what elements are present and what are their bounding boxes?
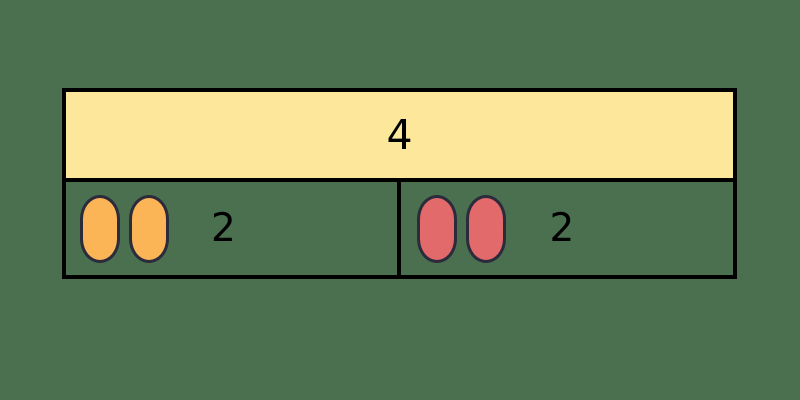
orange-counter-1 bbox=[80, 194, 120, 263]
bar-model: 4 2 2 bbox=[62, 88, 737, 279]
part-cell-left: 2 bbox=[66, 182, 397, 275]
red-counter-2 bbox=[465, 194, 506, 263]
part-left-label: 2 bbox=[211, 206, 236, 251]
red-counter-group bbox=[416, 194, 506, 263]
whole-bar-label: 4 bbox=[386, 110, 413, 159]
orange-counter-group bbox=[80, 194, 169, 263]
whole-bar: 4 bbox=[66, 92, 733, 182]
parts-row: 2 2 bbox=[66, 182, 733, 275]
part-right-label: 2 bbox=[549, 206, 575, 251]
orange-counter-2 bbox=[129, 194, 169, 263]
part-cell-right: 2 bbox=[396, 182, 734, 275]
red-counter-1 bbox=[416, 194, 457, 263]
